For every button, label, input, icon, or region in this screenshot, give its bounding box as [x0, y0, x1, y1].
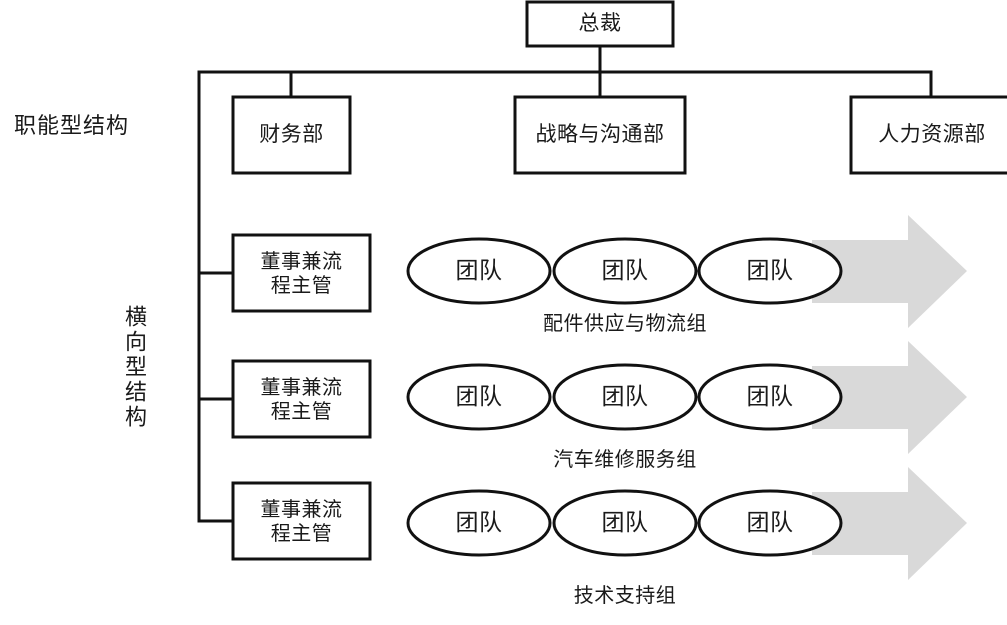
- box-director-1[interactable]: [231, 233, 372, 313]
- ellipse-team-2-2[interactable]: [552, 363, 698, 431]
- ellipse-team-1-3[interactable]: [697, 237, 843, 305]
- process-arrow-2: [812, 341, 967, 454]
- process-arrow-3: [812, 467, 967, 580]
- ellipse-team-2-3[interactable]: [697, 363, 843, 431]
- director-boxes: [231, 233, 372, 561]
- box-president[interactable]: [525, 0, 675, 48]
- process-arrow-1: [812, 215, 967, 328]
- ellipse-team-3-2[interactable]: [552, 489, 698, 557]
- ellipse-team-1-2[interactable]: [552, 237, 698, 305]
- box-finance-department[interactable]: [231, 95, 352, 175]
- ellipse-team-1-1[interactable]: [406, 237, 552, 305]
- box-human-resources-department[interactable]: [849, 95, 1007, 175]
- process-arrows: [812, 215, 967, 580]
- team-ellipses: [406, 237, 843, 557]
- ellipse-team-3-3[interactable]: [697, 489, 843, 557]
- connector-lines: [197, 44, 933, 523]
- top-level-boxes: [231, 0, 1007, 175]
- ellipse-team-2-1[interactable]: [406, 363, 552, 431]
- box-strategy-communication-department[interactable]: [513, 95, 687, 175]
- box-director-3[interactable]: [231, 481, 372, 561]
- box-director-2[interactable]: [231, 359, 372, 439]
- ellipse-team-3-1[interactable]: [406, 489, 552, 557]
